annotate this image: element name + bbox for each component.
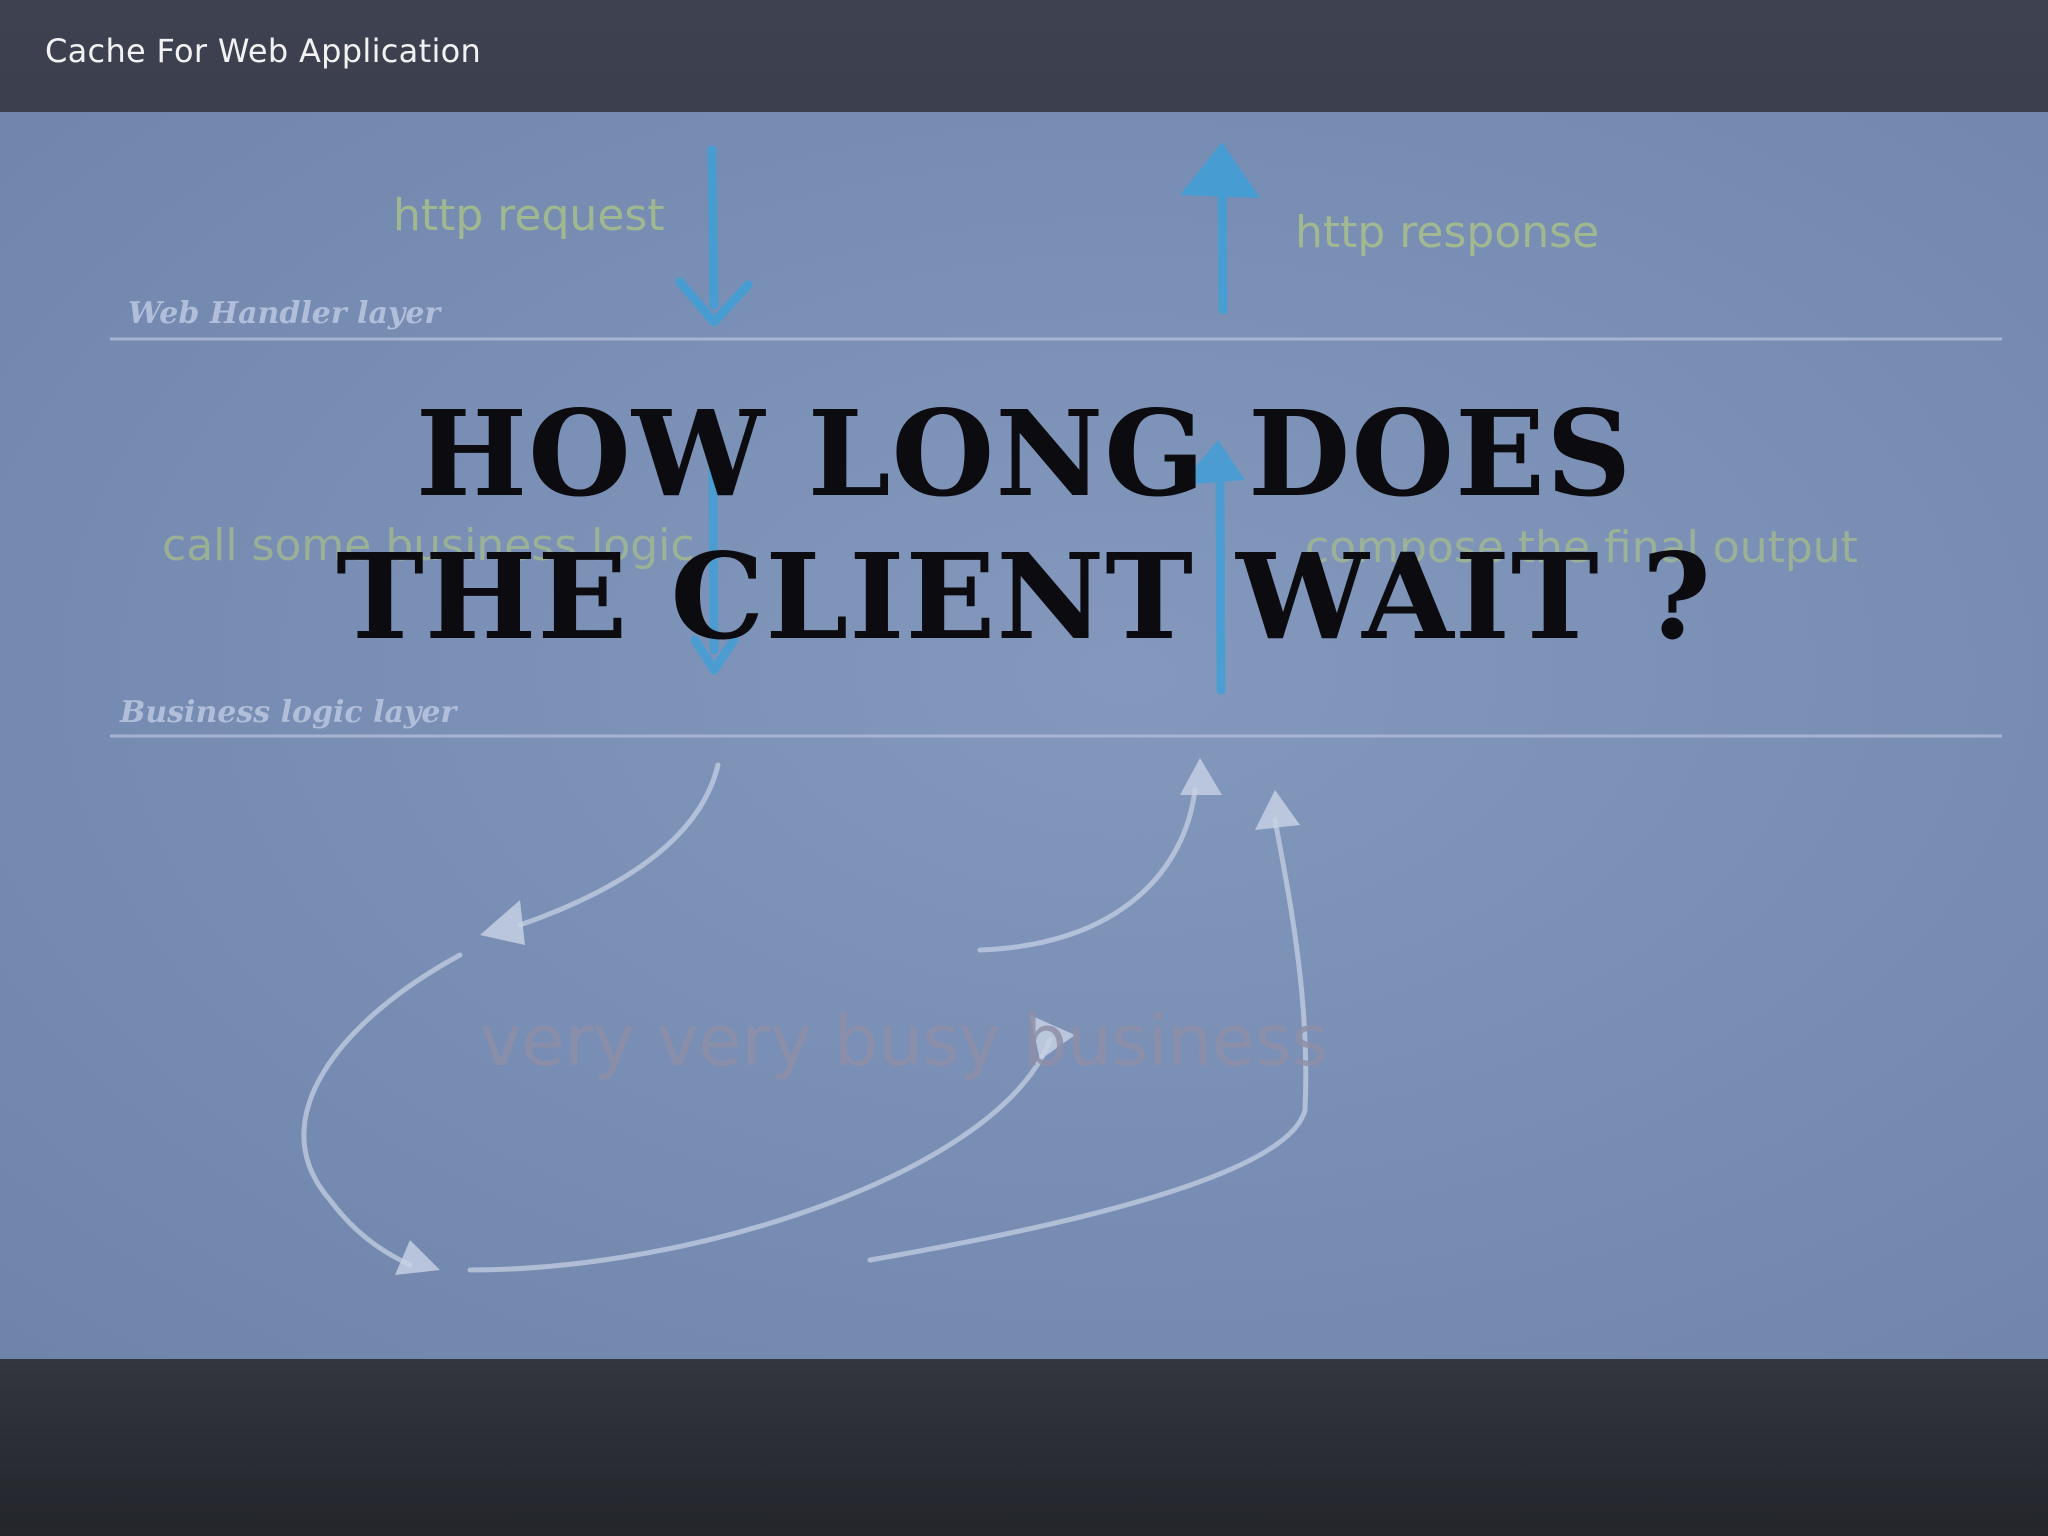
call-logic-label: call some business logic: [162, 520, 695, 571]
busy-business-label: very very busy business: [480, 1000, 1328, 1082]
request-down-arrow: [675, 145, 753, 327]
call-logic-down-arrow: [690, 465, 739, 675]
business-layer-label: Business logic layer: [120, 695, 457, 730]
web-layer-label: Web Handler layer: [128, 296, 441, 331]
headline-line-2: THE CLIENT WAIT ?: [336, 527, 1712, 666]
compose-up-arrow: [1180, 440, 1245, 695]
http-request-label: http request: [393, 190, 665, 241]
http-response-label: http response: [1295, 207, 1600, 258]
busy-business-curves: [301, 762, 1309, 1273]
headline-line-1: HOW LONG DOES: [415, 384, 1633, 523]
response-up-arrow: [1180, 142, 1260, 315]
footer-band: [0, 1359, 2048, 1536]
busy-business-arrowheads: [395, 758, 1300, 1275]
slide-header-title: Cache For Web Application: [45, 32, 482, 70]
compose-output-label: compose the final output: [1305, 522, 1858, 573]
